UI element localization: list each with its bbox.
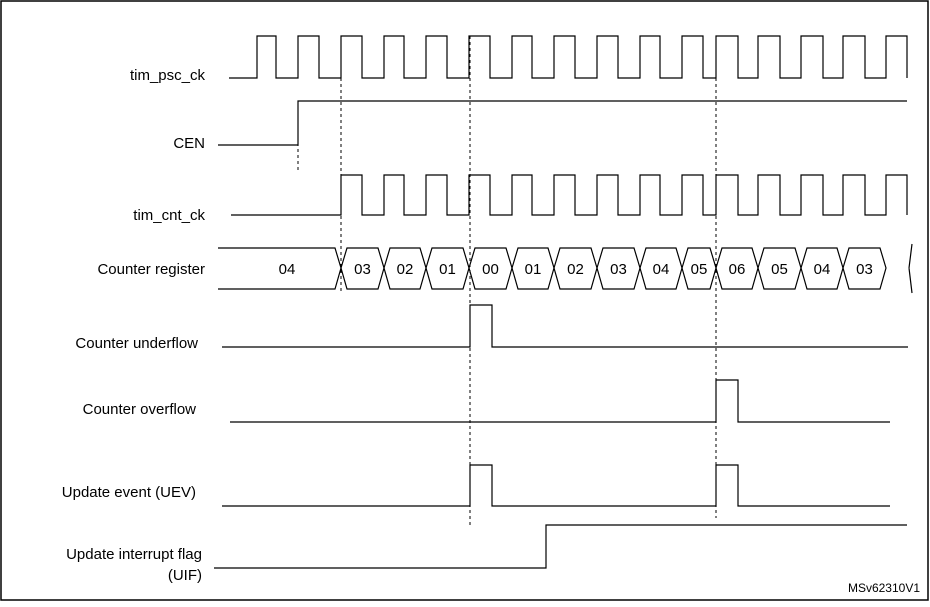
label-tim-cnt-ck: tim_cnt_ck xyxy=(133,207,205,224)
label-update-event: Update event (UEV) xyxy=(62,484,196,501)
bus-segment xyxy=(842,247,887,290)
counter-register-bus xyxy=(218,243,913,294)
label-cen: CEN xyxy=(173,135,205,152)
label-counter-register: Counter register xyxy=(97,261,205,278)
counter-value: 01 xyxy=(439,261,456,278)
waveform-tim-psc-ck xyxy=(229,35,908,79)
counter-value: 01 xyxy=(525,261,542,278)
waveform-update-event xyxy=(222,464,890,507)
counter-value: 02 xyxy=(567,261,584,278)
counter-value: 06 xyxy=(729,261,746,278)
counter-value: 04 xyxy=(279,261,296,278)
label-counter-overflow: Counter overflow xyxy=(83,401,197,418)
label-tim-psc-ck: tim_psc_ck xyxy=(130,67,206,84)
waveform-counter-overflow xyxy=(230,379,890,423)
waveform-cen xyxy=(218,100,907,146)
counter-value: 05 xyxy=(691,261,708,278)
waveform-tim-cnt-ck xyxy=(231,174,908,216)
label-counter-underflow: Counter underflow xyxy=(75,335,198,352)
waveform-counter-underflow xyxy=(222,304,908,348)
counter-value: 02 xyxy=(397,261,414,278)
label-uif-line1: Update interrupt flag xyxy=(66,546,202,563)
counter-value: 05 xyxy=(771,261,788,278)
counter-value: 03 xyxy=(856,261,873,278)
counter-value: 00 xyxy=(482,261,499,278)
counter-value: 03 xyxy=(610,261,627,278)
counter-value: 04 xyxy=(653,261,670,278)
waveform-uif xyxy=(214,524,907,569)
bus-segment-tail xyxy=(908,243,913,294)
figure-id: MSv62310V1 xyxy=(848,581,920,595)
counter-value: 04 xyxy=(814,261,831,278)
counter-value: 03 xyxy=(354,261,371,278)
label-uif-line2: (UIF) xyxy=(168,567,202,584)
